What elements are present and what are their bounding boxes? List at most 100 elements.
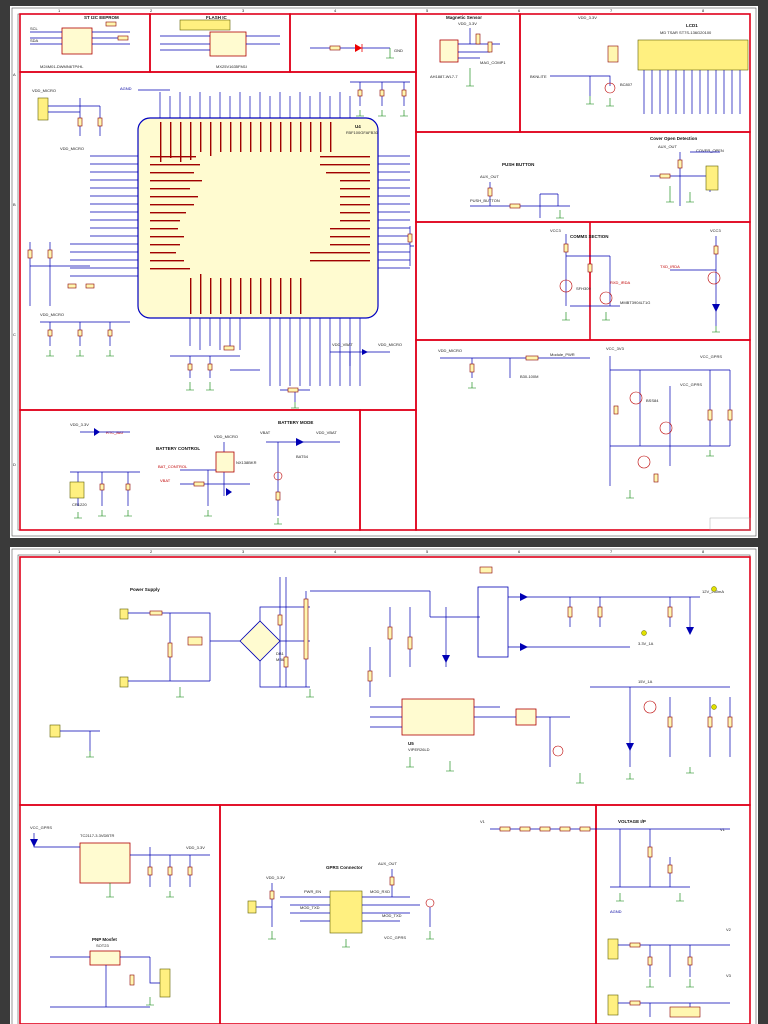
mcu-left-passives: VDD_MICRO VDD_MICRO VDD_MICRO AGND [27, 86, 170, 357]
col-6: 6 [518, 8, 521, 13]
mcu-vdd-label-3: VDD_MICRO [40, 312, 64, 317]
cover-open-circuit: Cover Open Detection AUX_OUT COVER_OPEN [650, 136, 724, 206]
magnetic-net: MAG_COMP1 [480, 60, 506, 65]
s2-col-6: 6 [518, 549, 521, 554]
gprs-connector-title: GPRS Connector [326, 865, 363, 870]
col-3: 3 [242, 8, 245, 13]
battery-control: BATTERY CONTROL VDD_MICRO BAT_CONTROL VB… [156, 434, 257, 517]
col-7: 7 [610, 8, 613, 13]
gprs-vcc-3v3: VCC_3V3 [606, 346, 625, 351]
lcd-part: MD TSAR ST7S-136G20100 [660, 30, 712, 35]
gprs-mod-txd: MOD_TXD [300, 905, 320, 910]
battery-mode-vbat: VBAT [260, 430, 271, 435]
col-5: 5 [426, 8, 429, 13]
voltage-v1-out: V1 [720, 827, 726, 832]
mcu-vdd-label-2: VDD_MICRO [60, 146, 84, 151]
row-b: B [13, 202, 16, 207]
sheet-1-drawing: 1 2 3 4 5 6 7 8 A B C D [11, 7, 757, 537]
lcd-supply: VDD_3.3V [578, 15, 597, 20]
lcd-transistor: BC807 [620, 82, 633, 87]
row-a: A [13, 72, 16, 77]
col-2: 2 [150, 8, 153, 13]
gprs-mod-rxd: MOD_RXD [370, 889, 390, 894]
magnetic-part: AH1887-WL7-7 [430, 74, 458, 79]
cover-open-net: COVER_OPEN [696, 148, 724, 153]
mcu-part: R5F100GFAFB30 [346, 130, 379, 135]
title-block [709, 517, 751, 531]
lcd-ref: LCD1 [686, 23, 698, 28]
gprs-connector-block [219, 804, 597, 1024]
mcu-vdd-vbat: VDD_VBAT [332, 342, 353, 347]
eeprom-title: ST I2C EEPROM [84, 15, 119, 20]
cover-open-title: Cover Open Detection [650, 136, 698, 141]
lcd-module: VDD_3.3V LCD1 MD TSAR ST7S-136G20100 BKN… [530, 15, 749, 114]
flash-ic: FLASH IC MX25V1635FM1I [160, 15, 280, 69]
voltage-agnd: AGND [610, 909, 622, 914]
left-connectors [49, 724, 100, 758]
comms-vcc: VCC3 [550, 228, 561, 233]
mcu-ref: U4 [355, 124, 361, 129]
comms-transistor: MMBT3904LT1G [620, 300, 650, 305]
battery-control-net: BAT_CONTROL [158, 464, 188, 469]
comms-block [415, 221, 751, 341]
battery-vdd-micro: VDD_MICRO [214, 434, 238, 439]
mcu-vdd-micro-4: VDD_MICRO [378, 342, 402, 347]
lcd-backlight-net: BKNLITE [530, 74, 547, 79]
push-button-circuit: PUSH BUTTON AUX_OUT PUSH_BUTTON [470, 162, 570, 219]
mcu-top-caps [350, 81, 414, 266]
magnetic-sensor: Magnetic Sensor VDD_3.3V MAG_COMP1 AH188… [430, 15, 506, 87]
s2-col-2: 2 [150, 549, 153, 554]
ldo-block [19, 804, 221, 1024]
s2-col-1: 1 [58, 549, 61, 554]
power-supply-title: Power Supply [130, 587, 160, 592]
misc-block [359, 409, 417, 531]
ldo-vcc-in: VCC_GPRS [30, 825, 52, 830]
pnp-mosfet: PNP Mosfet SOT23 [50, 937, 171, 1008]
gprs-aux-out: AUX_OUT [378, 861, 397, 866]
push-button-aux: AUX_OUT [480, 174, 499, 179]
rtc-battery: VDD_3.3V RTC_BAT CR1220 [69, 422, 140, 519]
sheet-2-drawing: 1 2 3 4 5 6 7 8 Power Supply [11, 548, 757, 1024]
battery-mode-title: BATTERY MODE [278, 420, 313, 425]
comms-circuit: COMMS SECTION VCC3 SFH309 MMBT3904LT1G R… [550, 228, 721, 333]
row-d: D [13, 462, 16, 467]
mcu-bottom-components: VDD_VBAT VDD_MICRO [170, 342, 402, 409]
cover-open-aux: AUX_OUT [658, 144, 677, 149]
col-4: 4 [334, 8, 337, 13]
battery-vbat: VBAT [160, 478, 171, 483]
gprs-power-block [415, 339, 751, 531]
schematic-sheet-1: 1 2 3 4 5 6 7 8 A B C D [10, 6, 758, 538]
rtc-vdd: VDD_3.3V [70, 422, 89, 427]
push-button-title: PUSH BUTTON [502, 162, 534, 167]
push-button-net: PUSH_BUTTON [470, 198, 500, 203]
col-1: 1 [58, 8, 61, 13]
gprs-vcc-gprs: VCC_GPRS [700, 354, 722, 359]
ldo-part: TC2117-3.3VDBTR [80, 833, 114, 838]
rtc-part: CR1220 [72, 502, 87, 507]
gprs-connector: GPRS Connector AUX_OUT PWR_EN MOD_TXD MO… [247, 861, 435, 948]
comms-phototransistor: SFH309 [576, 286, 591, 291]
column-markers: 1 2 3 4 5 6 7 8 A B C D [13, 8, 705, 467]
module-vdd: VDD_MICRO [438, 348, 462, 353]
module-power: VDD_MICRO Module_PWR B30-100M [438, 348, 590, 389]
gprs-mosfet: BSS84 [646, 398, 659, 403]
bridge-part: MB6S [276, 657, 287, 662]
voltage-title: VOLTAGE I/P [618, 819, 646, 824]
comms-txd: TXD_IRDA [660, 264, 680, 269]
voltage-v3: V3 [726, 973, 732, 978]
mcu-ic: U4 R5F100GFAFB30 [70, 92, 410, 386]
gprs-pwr-en: PWR_EN [304, 889, 321, 894]
pnp-package: SOT23 [96, 943, 109, 948]
s2-col-8: 8 [702, 549, 705, 554]
battery-control-title: BATTERY CONTROL [156, 446, 200, 451]
mcu-agnd: AGND [120, 86, 132, 91]
module-pwr-part: B30-100M [520, 374, 538, 379]
magnetic-title: Magnetic Sensor [446, 15, 482, 20]
battery-mode: BATTERY MODE VBAT VDD_VBAT BAT54 [260, 420, 340, 525]
power-led: GND [310, 44, 403, 59]
gprs-vcc-gprs: VCC_GPRS [384, 935, 406, 940]
eeprom-part: M24M01-DWMN6TP/HL [40, 64, 84, 69]
comms-rxd: RXD_IRDA [610, 280, 631, 285]
